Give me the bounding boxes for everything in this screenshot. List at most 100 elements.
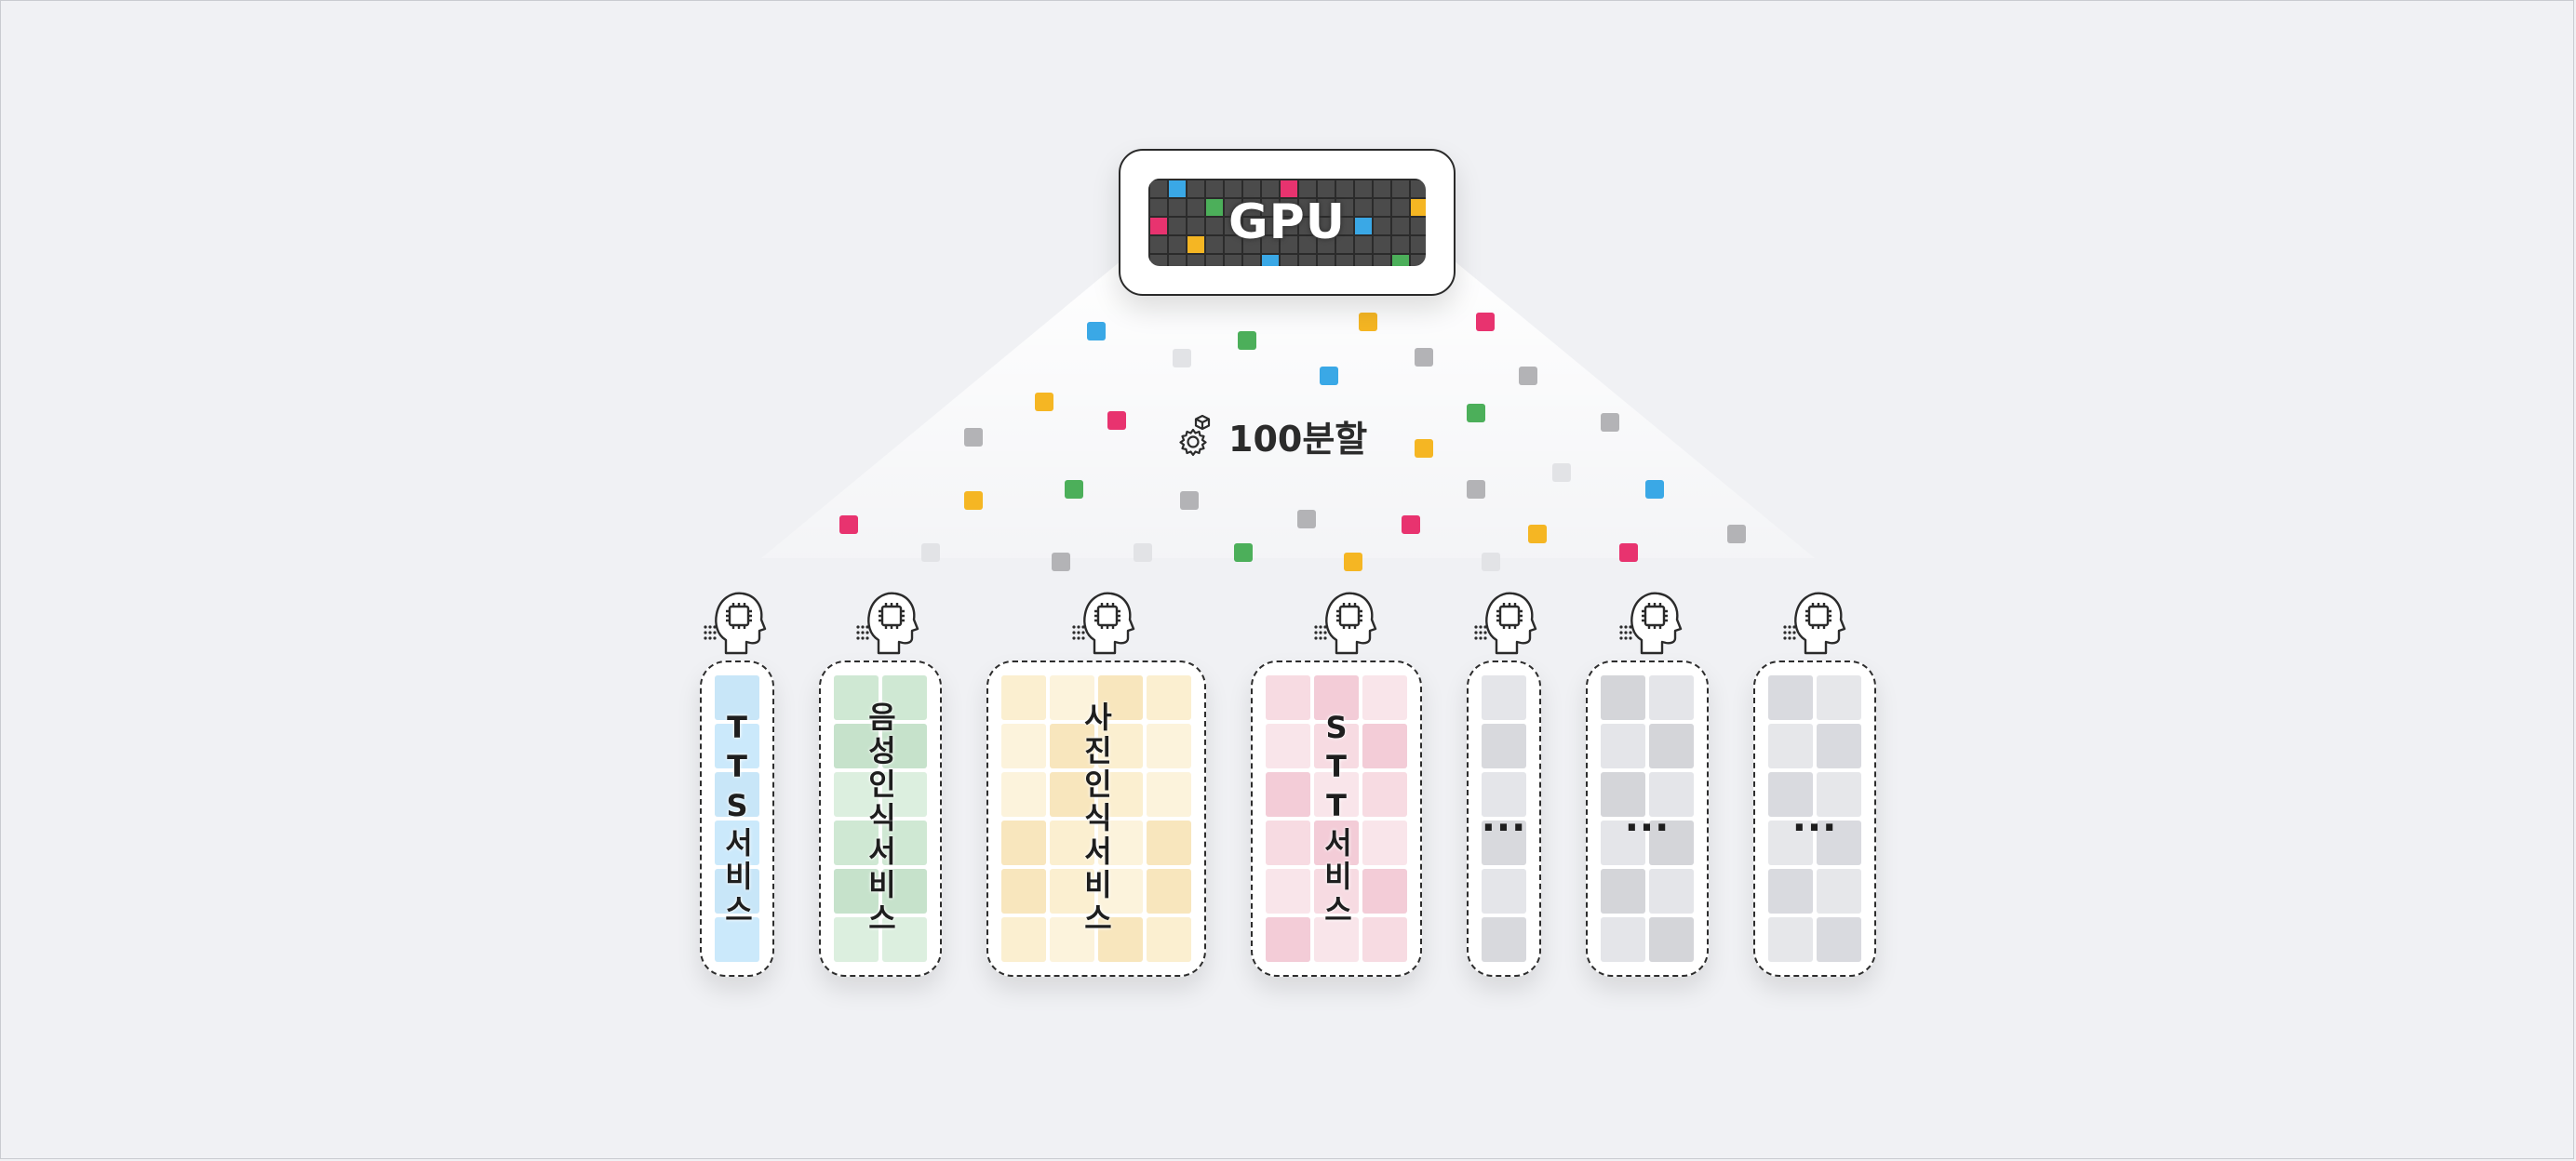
slice-cell [1147,772,1191,817]
slice-square [1402,515,1420,534]
slice-cell [715,675,759,720]
slice-cell [882,675,927,720]
slice-square [1528,525,1547,543]
slice-cell [1362,821,1407,865]
slice-cell [1482,821,1526,865]
slice-cell [1768,772,1813,817]
slice-cell [1098,675,1143,720]
slice-square [964,491,983,510]
slice-cell [1649,821,1694,865]
slice-square [1476,313,1495,331]
slice-cell [1601,869,1645,914]
slice-cell [1817,675,1861,720]
slice-cell [715,724,759,768]
slice-cell [1266,772,1310,817]
slice-cell [1601,821,1645,865]
slice-cell [1098,917,1143,962]
slice-square [1645,480,1664,499]
slice-cell [882,821,927,865]
slice-cell [1362,917,1407,962]
slice-cell [1482,724,1526,768]
slice-cell [1050,772,1094,817]
stt-service-column: STT서비스 [1251,661,1422,977]
slice-cell [834,821,879,865]
slice-cell [1001,869,1046,914]
slice-square [1107,411,1126,430]
slice-cell [882,869,927,914]
slice-square [1359,313,1377,331]
slice-cell [1147,869,1191,914]
slice-cell [1314,724,1359,768]
slice-cell [1601,772,1645,817]
ellipsis-label-2: ... [1624,797,1670,840]
slice-cell [1098,772,1143,817]
slice-cell [1482,675,1526,720]
slice-square [1619,543,1638,562]
slice-cell [1314,821,1359,865]
slice-cell [1601,724,1645,768]
slice-cell [1266,917,1310,962]
slice-cell [1147,675,1191,720]
slice-cell [1649,675,1694,720]
slice-cell [834,917,879,962]
slice-cell [1266,675,1310,720]
slice-cell [1147,917,1191,962]
slice-cell [1098,821,1143,865]
slice-square [1415,439,1433,458]
slice-cell [1768,869,1813,914]
slice-square [1180,491,1199,510]
slice-cell [1098,869,1143,914]
slice-square [964,428,983,447]
slice-cell [1001,917,1046,962]
slice-cell [1362,724,1407,768]
slice-cell [715,821,759,865]
photo-recognition-label: 사진인식서비스 [1079,701,1114,936]
slice-cell [1362,772,1407,817]
slice-cell [1768,675,1813,720]
slice-square [1297,510,1316,528]
slice-square [1234,543,1253,562]
slice-cell [1314,772,1359,817]
slice-cell [1649,772,1694,817]
ai-head-icon [1474,586,1541,661]
other-service-column-1: ... [1467,661,1541,977]
slice-cell [1266,821,1310,865]
tts-service-label: TTS서비스 [719,710,755,927]
slice-square [1052,553,1070,571]
slice-square [1320,367,1338,385]
slice-cell [1314,675,1359,720]
slice-cell [882,772,927,817]
slice-cell [715,772,759,817]
slice-square [1727,525,1746,543]
split-label: 100분할 [1174,409,1367,461]
slice-cell [715,917,759,962]
ai-head-icon [704,586,771,661]
slice-cell [1050,869,1094,914]
slice-cell [1768,917,1813,962]
slice-cell [1482,917,1526,962]
slice-square [1087,322,1106,340]
slice-cell [1050,724,1094,768]
split-text: 100분할 [1228,418,1368,460]
slice-square [1065,480,1083,499]
slice-cell [715,869,759,914]
voice-recognition-label: 음성인식서비스 [863,701,898,936]
slice-square [1467,480,1485,499]
slice-cell [1050,917,1094,962]
slice-cell [1817,869,1861,914]
slice-cell [1817,772,1861,817]
slice-cell [1817,917,1861,962]
slice-cell [1266,869,1310,914]
other-service-column-2: ... [1586,661,1709,977]
slice-cell [1001,675,1046,720]
photo-recognition-column: 사진인식서비스 [986,661,1206,977]
ai-head-icon [1619,586,1686,661]
slice-cell [1649,869,1694,914]
slice-square [1519,367,1537,385]
slice-cell [834,724,879,768]
gpu-label: GPU [1228,194,1347,250]
slice-cell [1147,821,1191,865]
ai-head-icon [1072,586,1139,661]
slice-cell [1001,724,1046,768]
